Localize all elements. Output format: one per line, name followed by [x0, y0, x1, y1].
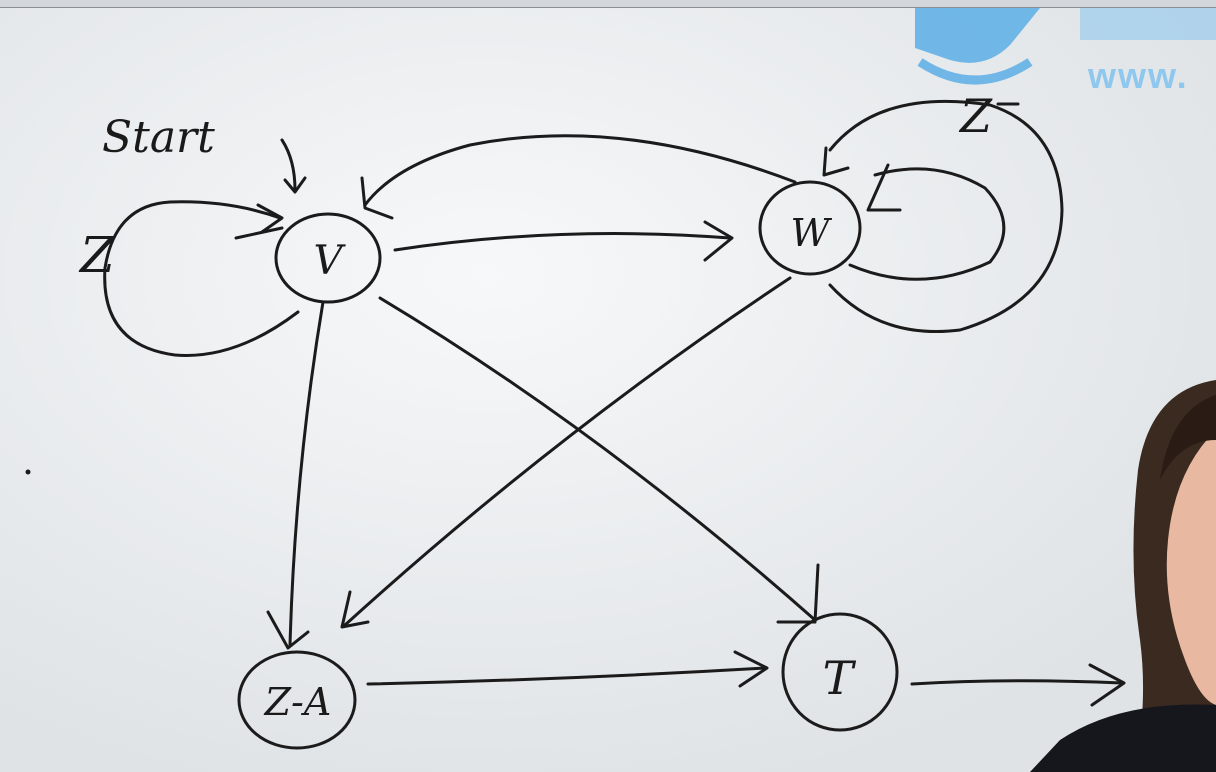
node-t: T	[781, 612, 899, 732]
edge-v-self-label: Z	[78, 226, 116, 284]
edge-w-to-za	[340, 276, 792, 629]
edge-w-self-loop: Z	[822, 89, 1064, 334]
edge-w-to-v	[360, 134, 797, 220]
node-za: Z-A	[237, 650, 357, 750]
watermark-logo: www.	[915, 8, 1216, 96]
edge-v-to-t	[378, 296, 820, 624]
board-surface	[0, 8, 1216, 772]
edge-za-to-t	[366, 650, 769, 688]
logo-shape-icon	[915, 8, 1040, 63]
node-t-label: T	[823, 651, 857, 705]
edge-v-to-w	[393, 220, 734, 262]
top-ruler	[0, 0, 1216, 8]
start-arrow	[280, 138, 297, 192]
node-w: W	[758, 180, 862, 276]
logo-glyph-block	[1080, 8, 1216, 40]
edge-w-self-label: Z	[958, 89, 993, 143]
edge-v-to-za	[266, 300, 325, 650]
node-za-label: Z-A	[264, 680, 332, 724]
start-label: Start	[102, 112, 215, 163]
presenter-figure	[1030, 380, 1216, 772]
logo-swoosh-icon	[917, 58, 1033, 85]
edge-t-exit	[910, 663, 1126, 707]
watermark-url: www.	[1087, 55, 1189, 96]
stray-mark	[25, 469, 31, 475]
edge-v-self-loop: Z	[78, 200, 300, 357]
node-w-label: W	[790, 211, 832, 255]
start-arrowhead	[283, 176, 307, 194]
node-v-label: V	[314, 238, 347, 284]
node-v: V	[274, 212, 382, 304]
